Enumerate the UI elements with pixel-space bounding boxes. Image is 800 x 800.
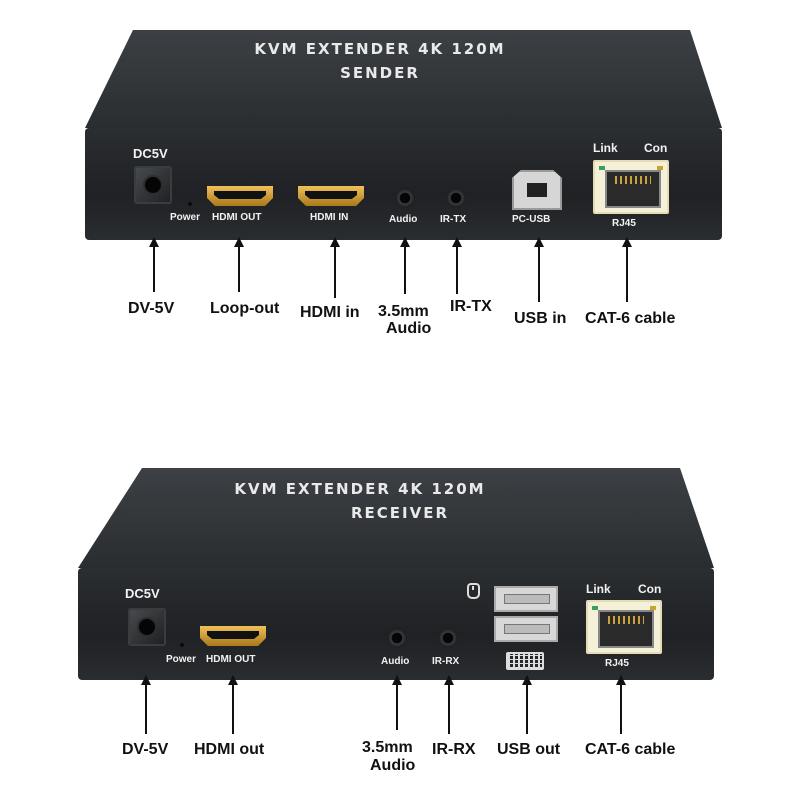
sender-link-label: Link (593, 141, 618, 155)
sender-top-panel (85, 30, 722, 128)
receiver-usb-a-port-top (494, 586, 558, 612)
sender-dc-label: DC5V (133, 146, 168, 161)
sender-pc-usb-label: PC-USB (512, 214, 551, 225)
receiver-audio-jack (387, 628, 407, 648)
receiver-callout-ir: IR-RX (432, 741, 476, 758)
sender-power-led (188, 202, 192, 206)
sender-audio-label: Audio (389, 214, 418, 225)
receiver-callout-audio-arrow (392, 675, 402, 730)
receiver-dc-jack (128, 608, 166, 646)
sender-callout-loop: Loop-out (210, 300, 280, 317)
sender-ir-jack (446, 188, 466, 208)
receiver-callout-dv-arrow (141, 675, 151, 734)
receiver-callout-hdmi-arrow (228, 675, 238, 734)
receiver-top-panel (78, 468, 714, 568)
sender-callout-audio-line1: 3.5mm (378, 303, 429, 320)
sender-callout-ir: IR-TX (450, 298, 492, 315)
sender-rj45-port (593, 160, 669, 214)
receiver-audio-label: Audio (381, 656, 410, 667)
sender-callout-usb-arrow (534, 237, 544, 302)
receiver-power-led (180, 643, 184, 647)
sender-callout-dv: DV-5V (128, 300, 175, 317)
sender-unit: KVM EXTENDER 4K 120M SENDER DC5V Power H… (0, 0, 800, 400)
receiver-con-label: Con (638, 582, 662, 596)
sender-callout-cat6: CAT-6 cable (585, 310, 676, 327)
receiver-callout-hdmi: HDMI out (194, 741, 265, 758)
sender-hdmi-out-port (207, 186, 273, 206)
sender-con-label: Con (644, 141, 668, 155)
receiver-title-line2: RECEIVER (350, 504, 450, 522)
receiver-callout-cat6-arrow (616, 675, 626, 734)
sender-hdmi-in-port (298, 186, 364, 206)
sender-callout-dv-arrow (149, 237, 159, 292)
receiver-ir-label: IR-RX (432, 656, 460, 667)
sender-callout-usb: USB in (514, 310, 567, 327)
sender-usb-b-port (512, 170, 562, 210)
sender-callout-cat6-arrow (622, 237, 632, 302)
sender-callout-audio-line2: Audio (386, 320, 432, 337)
receiver-rj45-port (586, 600, 662, 654)
receiver-title-line1: KVM EXTENDER 4K 120M (234, 480, 486, 498)
receiver-usb-a-port-bottom (494, 616, 558, 642)
receiver-callout-dv: DV-5V (122, 741, 169, 758)
receiver-unit: KVM EXTENDER 4K 120M RECEIVER DC5V Power… (0, 400, 800, 800)
sender-title-line1: KVM EXTENDER 4K 120M (254, 40, 506, 58)
receiver-callout-usb: USB out (497, 741, 561, 758)
sender-callout-loop-arrow (234, 237, 244, 292)
sender-ir-label: IR-TX (440, 214, 467, 225)
sender-dc-jack (134, 166, 172, 204)
receiver-rj45-label: RJ45 (605, 658, 629, 669)
sender-rj45-label: RJ45 (612, 218, 636, 229)
mouse-icon (467, 583, 480, 599)
sender-callout-hdmi-arrow (330, 237, 340, 298)
receiver-callout-audio-line2: Audio (370, 757, 416, 774)
sender-power-label: Power (170, 212, 201, 223)
sender-callout-ir-arrow (452, 237, 462, 294)
receiver-dc-label: DC5V (125, 586, 160, 601)
receiver-power-label: Power (166, 654, 197, 665)
sender-callout-audio-arrow (400, 237, 410, 294)
receiver-callout-audio-line1: 3.5mm (362, 739, 413, 756)
receiver-callout-usb-arrow (522, 675, 532, 734)
receiver-ir-jack (438, 628, 458, 648)
sender-title-line2: SENDER (340, 64, 420, 82)
receiver-callout-ir-arrow (444, 675, 454, 734)
sender-callout-hdmi: HDMI in (300, 304, 360, 321)
receiver-hdmi-out-port (200, 626, 266, 646)
sender-hdmi-in-label: HDMI IN (310, 212, 349, 223)
sender-hdmi-out-label: HDMI OUT (212, 212, 262, 223)
receiver-callout-cat6: CAT-6 cable (585, 741, 676, 758)
receiver-link-label: Link (586, 582, 611, 596)
sender-audio-jack (395, 188, 415, 208)
keyboard-icon (506, 652, 544, 670)
receiver-hdmi-out-label: HDMI OUT (206, 654, 256, 665)
